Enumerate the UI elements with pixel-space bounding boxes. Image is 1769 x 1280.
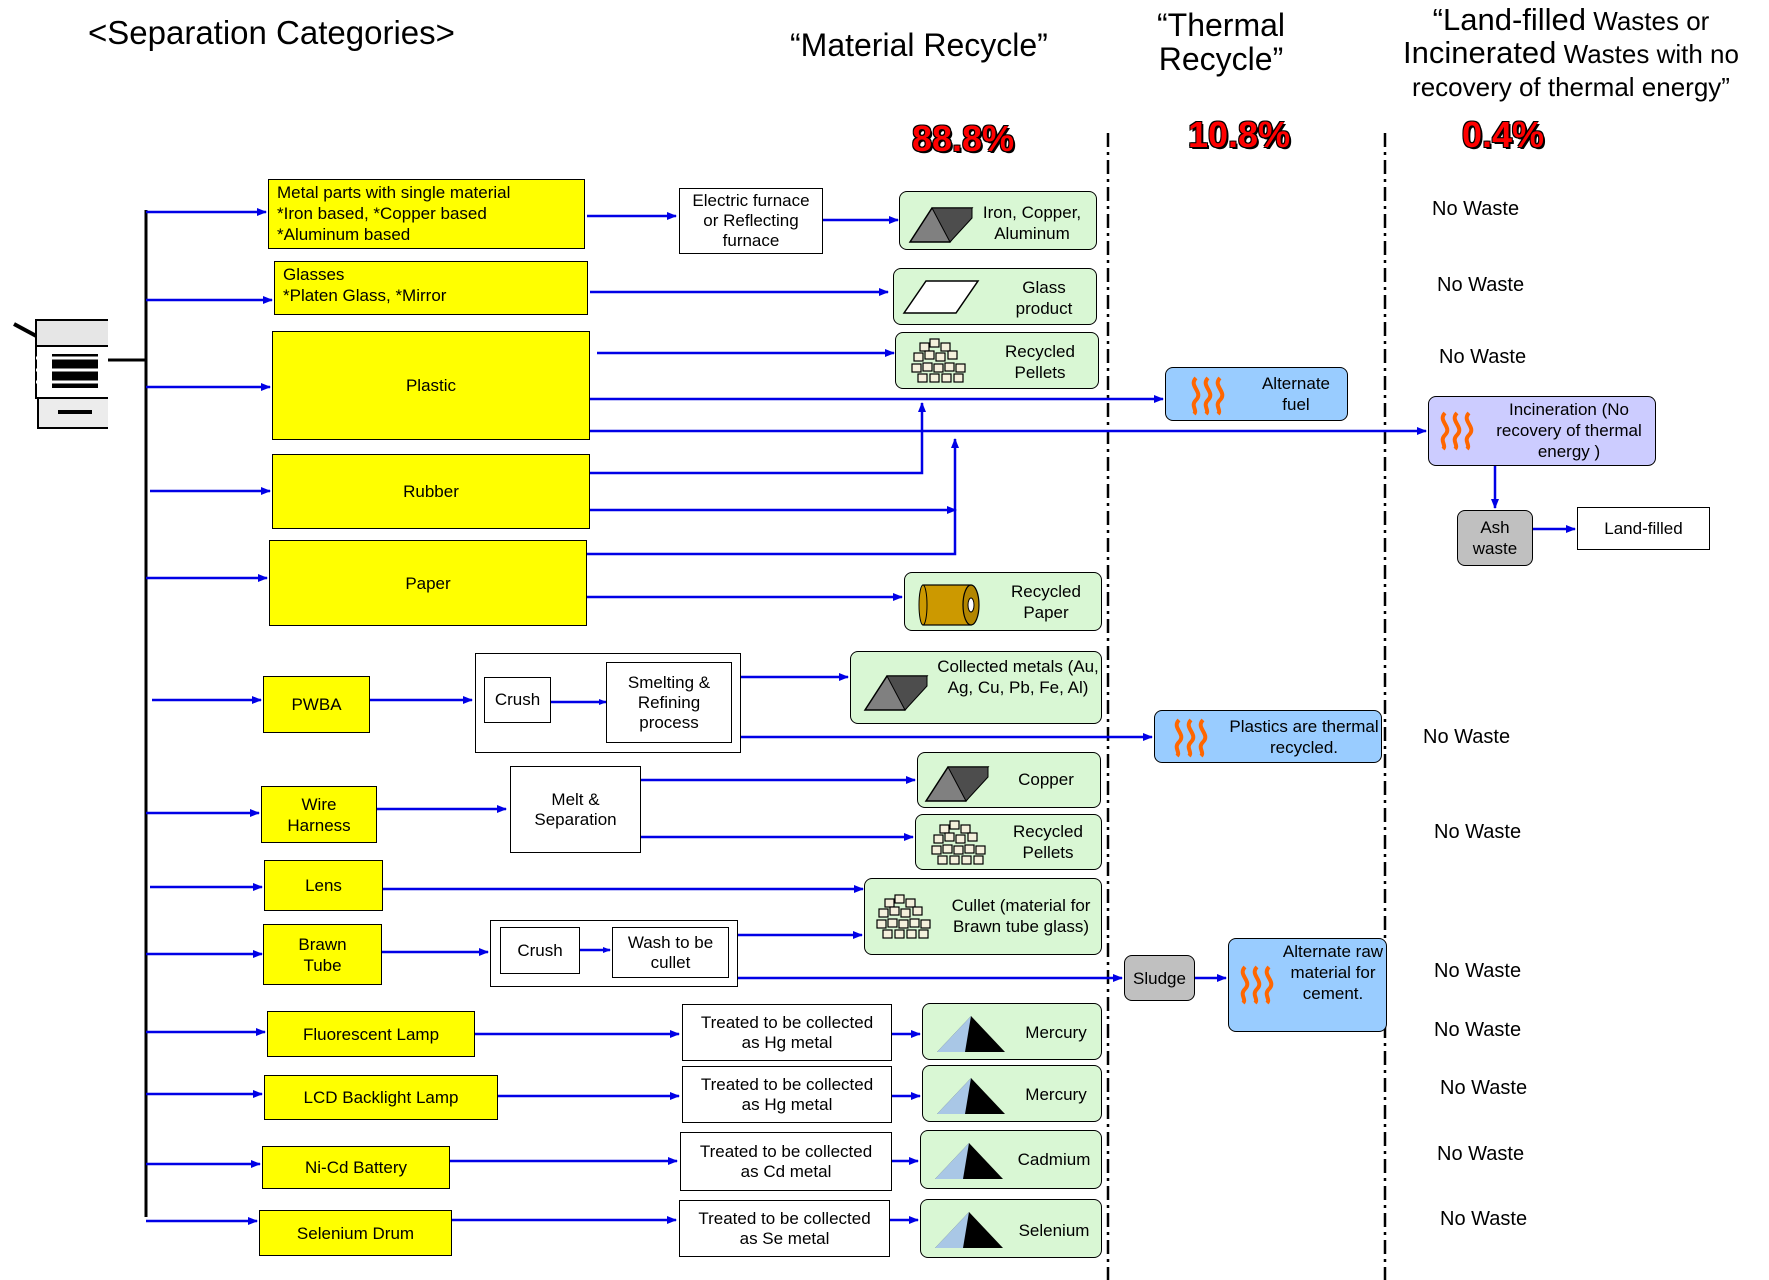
product-paper: Recycled Paper — [904, 572, 1102, 631]
pellets-icon — [931, 820, 986, 865]
thermal-plastics: Plastics are thermal recycled. — [1154, 710, 1382, 763]
process-wash-cullet: Wash to be cullet — [612, 927, 729, 978]
process-se: Treated to be collected as Se metal — [679, 1200, 890, 1257]
process-group-brawn — [490, 920, 738, 987]
no-waste-label: No Waste — [1437, 1143, 1525, 1165]
product-glass: Glass product — [893, 268, 1097, 325]
product-selenium-label: Selenium — [1018, 1221, 1090, 1240]
heat-waves-icon — [1174, 718, 1208, 758]
ingot-icon — [863, 675, 929, 711]
no-waste-label: No Waste — [1440, 1208, 1528, 1230]
product-paper-label: Recycled Paper — [1011, 582, 1081, 622]
process-crush: Crush — [484, 677, 551, 723]
category-rubber: Rubber — [272, 454, 590, 529]
no-waste-label: No Waste — [1440, 1077, 1528, 1099]
heat-waves-icon — [1191, 376, 1225, 416]
product-cullet-label: Cullet (material for Brawn tube glass) — [951, 896, 1091, 936]
product-collected-metals-label: Collected metals (Au, Ag, Cu, Pb, Fe, Al… — [937, 657, 1099, 697]
thermal-cement: Alternate raw material for cement. — [1228, 938, 1387, 1032]
product-pellets: Recycled Pellets — [895, 332, 1099, 389]
powder-pile-icon — [935, 1212, 1003, 1248]
land-filled-box: Land-filled — [1577, 507, 1710, 550]
product-cadmium-label: Cadmium — [1017, 1150, 1091, 1169]
product-selenium: Selenium — [920, 1199, 1102, 1258]
powder-pile-icon — [937, 1078, 1005, 1114]
no-waste-label: No Waste — [1423, 726, 1511, 748]
category-selenium-drum: Selenium Drum — [259, 1210, 452, 1256]
no-waste-label: No Waste — [1432, 198, 1520, 220]
sludge-box: Sludge — [1124, 955, 1195, 1001]
process-cd: Treated to be collected as Cd metal — [680, 1132, 892, 1191]
product-cadmium: Cadmium — [920, 1130, 1102, 1189]
category-pwba: PWBA — [263, 676, 370, 733]
product-metal: Iron, Copper, Aluminum — [899, 191, 1097, 250]
no-waste-label: No Waste — [1434, 960, 1522, 982]
incineration-box: Incineration (No recovery of thermal ene… — [1428, 396, 1656, 466]
ingot-icon — [908, 207, 974, 243]
process-hg-1: Treated to be collected as Hg metal — [682, 1004, 892, 1061]
no-waste-label: No Waste — [1434, 821, 1522, 843]
category-brawn-tube: Brawn Tube — [263, 924, 382, 985]
process-crush-brawn: Crush — [500, 927, 580, 974]
product-copper-label: Copper — [1018, 770, 1074, 789]
pellets-icon — [911, 338, 966, 383]
material-recycle-heading: “Material Recycle” — [790, 27, 1048, 63]
product-copper: Copper — [917, 752, 1101, 808]
process-smelting: Smelting & Refining process — [606, 662, 732, 743]
category-metal-parts: Metal parts with single material *Iron b… — [268, 179, 585, 249]
process-hg-2: Treated to be collected as Hg metal — [682, 1066, 892, 1123]
product-cullet: Cullet (material for Brawn tube glass) — [864, 878, 1102, 955]
material-percentage: 88.8% — [912, 118, 1015, 159]
process-group-pwba — [475, 653, 741, 753]
thermal-alternate-fuel-label: Alternate fuel — [1261, 374, 1331, 414]
glass-pane-icon — [902, 280, 980, 314]
category-plastic: Plastic — [272, 331, 590, 440]
product-pellets-2: Recycled Pellets — [915, 814, 1102, 870]
thermal-recycle-heading: “Thermal Recycle” — [1156, 7, 1285, 77]
product-mercury-1-label: Mercury — [1025, 1023, 1087, 1042]
category-paper: Paper — [269, 540, 587, 626]
product-pellets-2-label: Recycled Pellets — [1013, 822, 1083, 862]
no-waste-label: No Waste — [1434, 1019, 1522, 1041]
ash-waste-box: Ash waste — [1457, 510, 1533, 566]
process-melt-separation: Melt & Separation — [510, 766, 641, 853]
category-glasses: Glasses *Platen Glass, *Mirror — [274, 261, 588, 315]
category-lcd-backlight-lamp: LCD Backlight Lamp — [264, 1075, 498, 1120]
heat-waves-icon — [1440, 411, 1474, 451]
product-pellets-label: Recycled Pellets — [1005, 342, 1075, 382]
category-nicd-battery: Ni-Cd Battery — [262, 1146, 450, 1189]
product-metal-label: Iron, Copper, Aluminum — [982, 203, 1082, 243]
thermal-alternate-fuel: Alternate fuel — [1165, 367, 1348, 421]
thermal-percentage: 10.8% — [1188, 114, 1291, 155]
powder-pile-icon — [937, 1016, 1005, 1052]
separation-categories-heading: <Separation Categories> — [88, 14, 455, 51]
landfill-percentage: 0.4% — [1462, 114, 1545, 155]
ingot-icon — [924, 766, 990, 802]
heat-waves-icon — [1240, 965, 1274, 1005]
no-waste-label: No Waste — [1439, 346, 1527, 368]
category-fluorescent-lamp: Fluorescent Lamp — [267, 1011, 475, 1057]
incineration-label: Incineration (No recovery of thermal ene… — [1496, 400, 1642, 461]
copier-icon — [13, 319, 108, 429]
paper-roll-icon — [918, 584, 980, 626]
product-glass-label: Glass product — [1015, 278, 1073, 318]
product-collected-metals: Collected metals (Au, Ag, Cu, Pb, Fe, Al… — [850, 651, 1102, 724]
product-mercury-2-label: Mercury — [1025, 1085, 1087, 1104]
landfill-heading: “Land-filled Wastes or Incinerated Waste… — [1403, 2, 1739, 102]
thermal-plastics-label: Plastics are thermal recycled. — [1229, 717, 1379, 757]
product-mercury-2: Mercury — [922, 1065, 1102, 1122]
no-waste-label: No Waste — [1437, 274, 1525, 296]
category-wire-harness: Wire Harness — [261, 786, 377, 843]
product-mercury-1: Mercury — [922, 1003, 1102, 1060]
thermal-cement-label: Alternate raw material for cement. — [1282, 942, 1384, 1003]
category-lens: Lens — [264, 860, 383, 911]
powder-pile-icon — [935, 1143, 1003, 1179]
process-furnace: Electric furnace or Reflecting furnace — [679, 188, 823, 254]
cullet-icon — [876, 894, 931, 939]
